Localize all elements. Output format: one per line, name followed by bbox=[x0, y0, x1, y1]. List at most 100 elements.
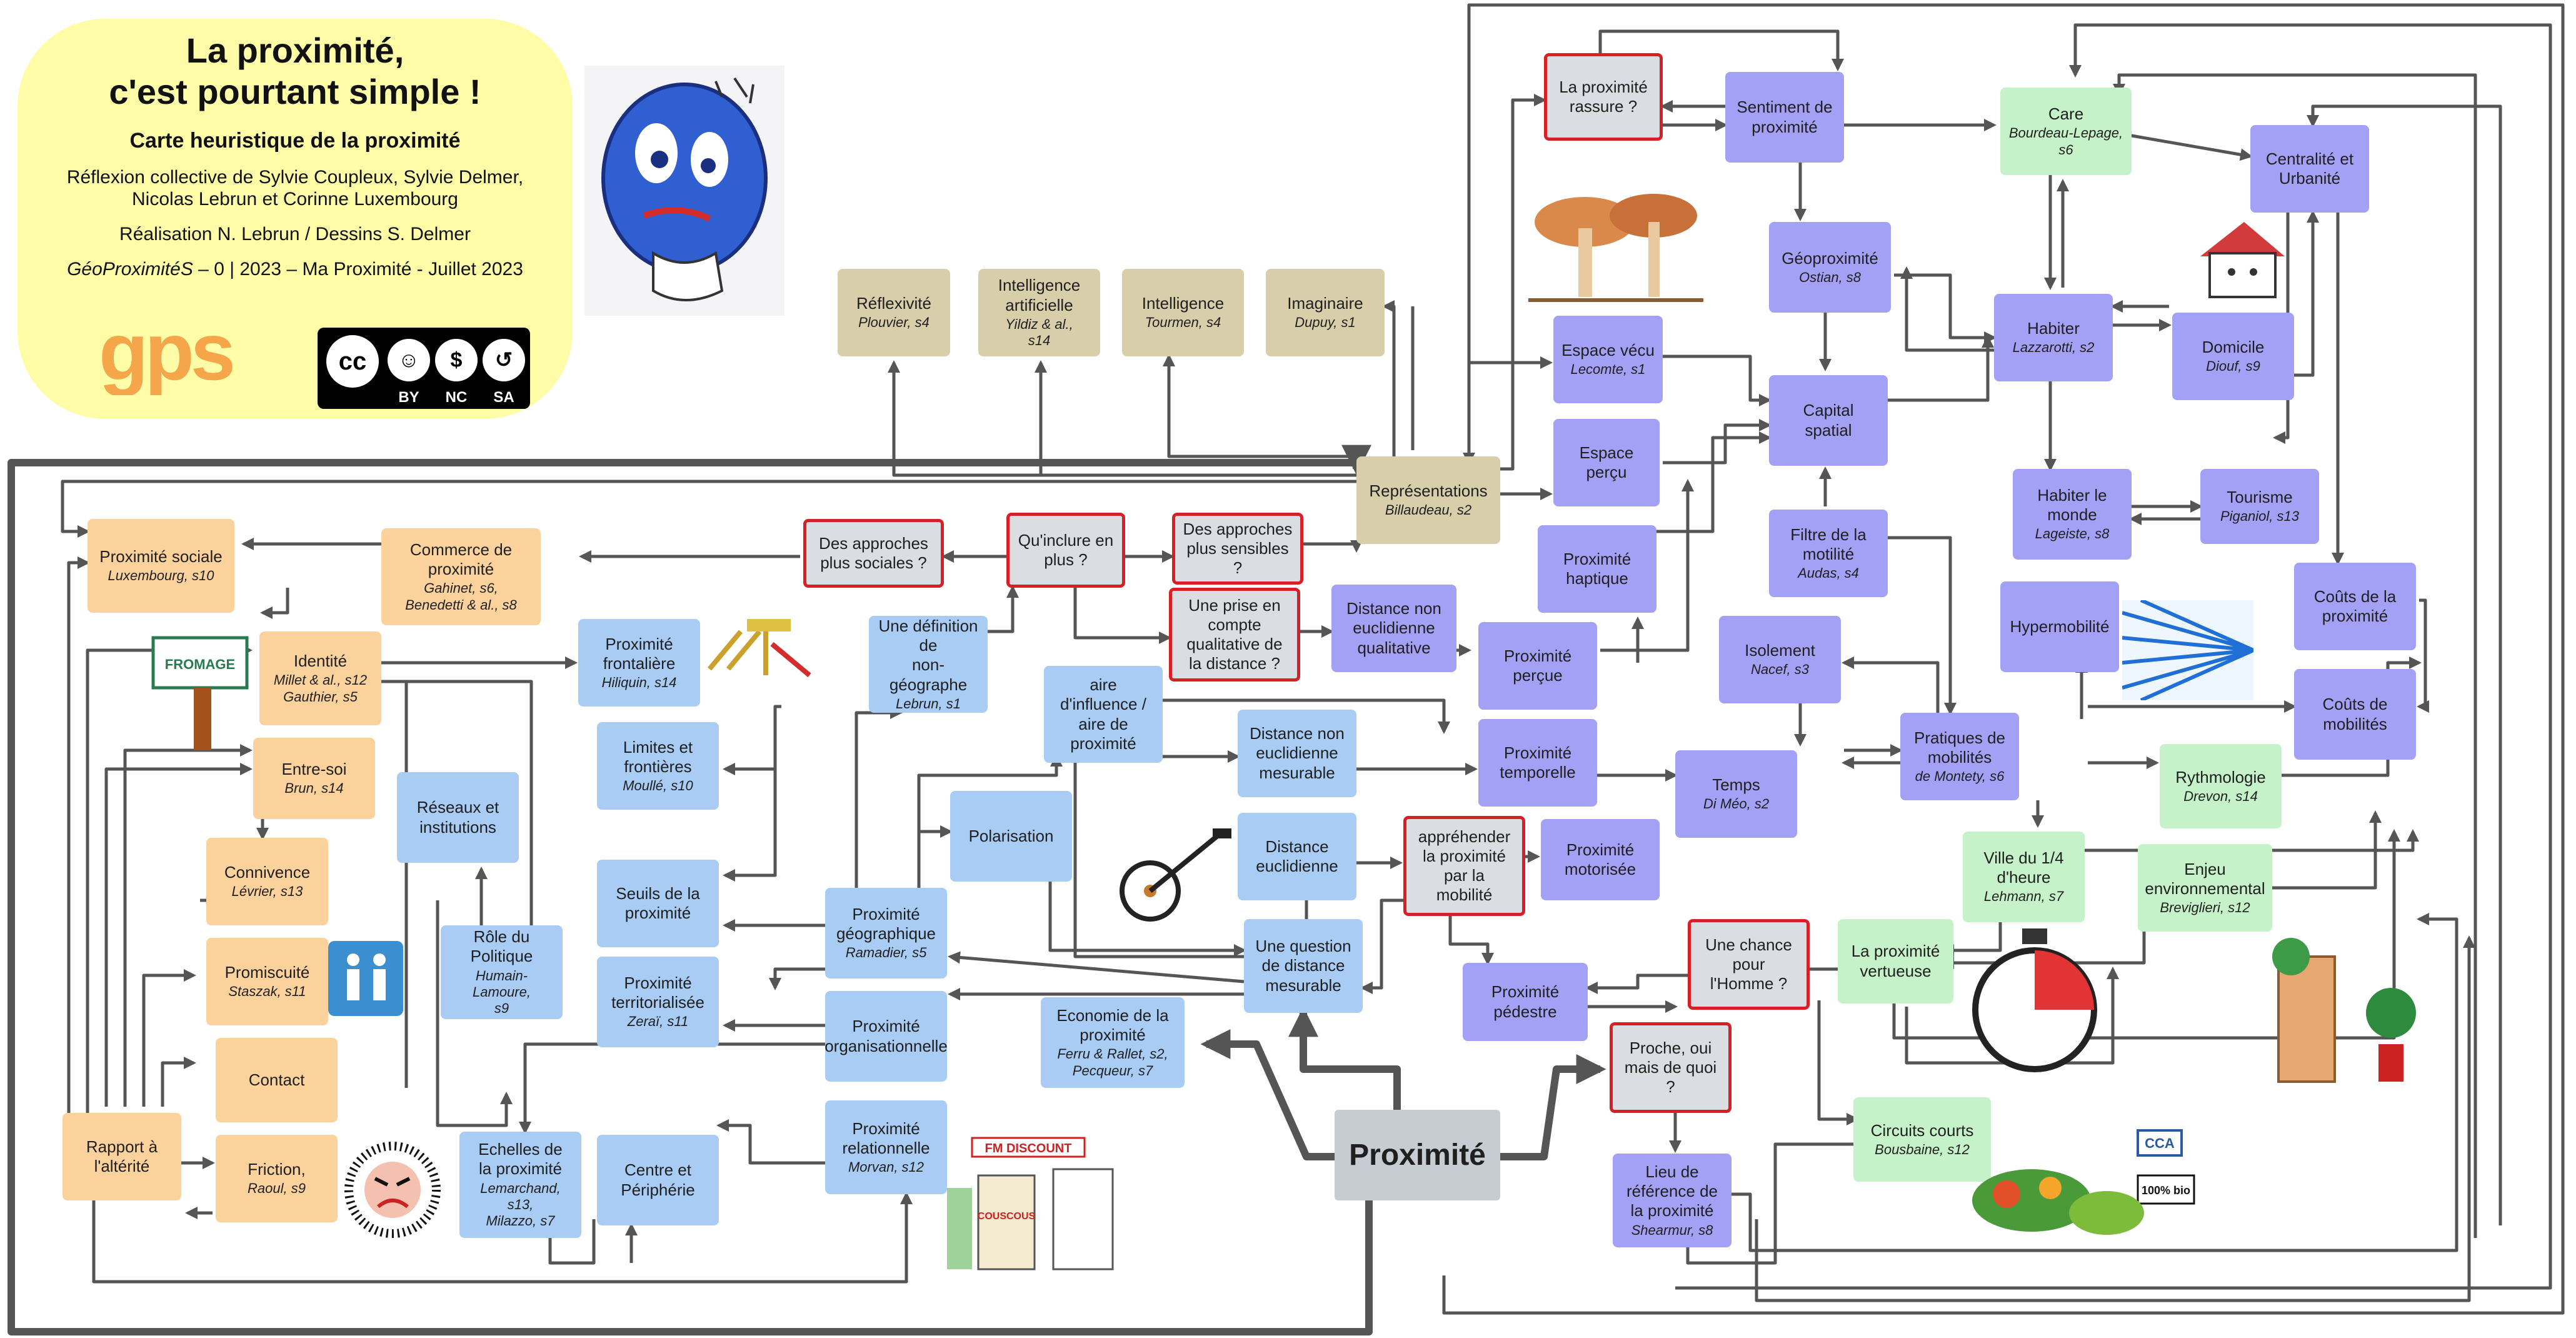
node-approches-sociales[interactable]: Des approches plus sociales ? bbox=[803, 519, 944, 588]
node-friction[interactable]: Friction, Raoul, s9 bbox=[216, 1135, 338, 1222]
node-ia[interactable]: Intelligence artificielle Yildiz & al., … bbox=[978, 269, 1100, 356]
node-label: Qu'inclure en plus ? bbox=[1018, 530, 1114, 569]
node-label: Commerce de proximité bbox=[409, 540, 513, 579]
node-label: Temps bbox=[1712, 775, 1760, 795]
node-representations[interactable]: Représentations Billaudeau, s2 bbox=[1356, 456, 1500, 544]
mushrooms-drawing bbox=[1528, 194, 1703, 302]
node-intelligence[interactable]: Intelligence Tourmen, s4 bbox=[1122, 269, 1244, 356]
node-habiter-monde[interactable]: Habiter le monde Lageiste, s8 bbox=[2013, 469, 2132, 560]
node-identite[interactable]: Identité Millet & al., s12 Gauthier, s5 bbox=[259, 631, 381, 725]
node-rassure[interactable]: La proximité rassure ? bbox=[1544, 53, 1663, 141]
node-entre-soi[interactable]: Entre-soi Brun, s14 bbox=[253, 738, 375, 819]
node-care[interactable]: Care Bourdeau-Lepage, s6 bbox=[2000, 88, 2132, 175]
edge-repr-imag bbox=[1382, 300, 1396, 456]
svg-text:gps: gps bbox=[99, 314, 233, 395]
node-distance-non-eucl-qual[interactable]: Distance non euclidienne qualitative bbox=[1331, 585, 1456, 672]
node-label: Entre-soi bbox=[281, 760, 347, 779]
node-domicile[interactable]: Domicile Diouf, s9 bbox=[2172, 313, 2294, 400]
node-echelles[interactable]: Echelles de la proximité Lemarchand, s13… bbox=[459, 1132, 581, 1238]
node-rythmologie[interactable]: Rythmologie Drevon, s14 bbox=[2160, 744, 2282, 828]
node-espace-vecu[interactable]: Espace vécu Lecomte, s1 bbox=[1553, 316, 1663, 403]
node-quinclure[interactable]: Qu'inclure en plus ? bbox=[1006, 513, 1125, 588]
gps-logo: gps bbox=[99, 314, 236, 395]
node-imaginaire[interactable]: Imaginaire Dupuy, s1 bbox=[1266, 269, 1385, 356]
node-geoproximite[interactable]: Géoproximité Ostian, s8 bbox=[1769, 222, 1891, 313]
node-question-distance[interactable]: Une question de distance mesurable bbox=[1244, 919, 1363, 1013]
node-ref: Dupuy, s1 bbox=[1295, 314, 1356, 331]
node-couts-mobilites[interactable]: Coûts de mobilités bbox=[2294, 669, 2416, 760]
node-prox-geographique[interactable]: Proximité géographique Ramadier, s5 bbox=[825, 888, 947, 978]
node-reseaux-institutions[interactable]: Réseaux et institutions bbox=[397, 772, 519, 863]
node-habiter[interactable]: Habiter Lazzarotti, s2 bbox=[1994, 294, 2113, 381]
node-filtre-motilite[interactable]: Filtre de la motilité Audas, s4 bbox=[1769, 510, 1888, 597]
node-chance-homme[interactable]: Une chance pour l'Homme ? bbox=[1688, 919, 1810, 1010]
node-centre-peripherie[interactable]: Centre et Périphérie bbox=[597, 1135, 719, 1225]
node-polarisation[interactable]: Polarisation bbox=[950, 791, 1072, 882]
node-contact[interactable]: Contact bbox=[216, 1038, 338, 1122]
node-ville-quart[interactable]: Ville du 1/4 d'heure Lehmann, s7 bbox=[1963, 832, 2085, 922]
node-isolement[interactable]: Isolement Nacef, s3 bbox=[1719, 616, 1841, 703]
node-espace-percu[interactable]: Espace perçu bbox=[1553, 419, 1660, 506]
node-prox-vertueuse[interactable]: La proximité vertueuse bbox=[1838, 919, 1953, 1003]
edge-right-loop bbox=[1442, 3, 2565, 1315]
node-sentiment[interactable]: Sentiment de proximité bbox=[1725, 72, 1844, 163]
node-prise-compte[interactable]: Une prise en compte qualitative de la di… bbox=[1169, 588, 1300, 682]
node-prox-frontaliere[interactable]: Proximité frontalière Hiliquin, s14 bbox=[578, 619, 700, 707]
node-apprehender[interactable]: appréhender la proximité par la mobilité bbox=[1403, 816, 1525, 916]
node-label: La proximité vertueuse bbox=[1851, 942, 1940, 980]
edge-rapport-bottom bbox=[92, 1192, 913, 1284]
node-rapport-alterite[interactable]: Rapport à l'altérité bbox=[63, 1113, 181, 1200]
node-capital-spatial[interactable]: Capital spatial bbox=[1769, 375, 1888, 466]
node-centralite[interactable]: Centralité et Urbanité bbox=[2250, 125, 2369, 213]
source-details: – 0 | 2023 – Ma Proximité - Juillet 2023 bbox=[193, 259, 523, 280]
node-enjeu-env[interactable]: Enjeu environnemental Breviglieri, s12 bbox=[2138, 844, 2272, 932]
node-label: Economie de la proximité bbox=[1056, 1005, 1169, 1045]
by-label: BY bbox=[398, 389, 419, 406]
node-distance-euclidienne[interactable]: Distance euclidienne bbox=[1238, 813, 1356, 900]
node-label: aire d'influence / aire de proximité bbox=[1060, 675, 1146, 753]
node-prox-pedestre[interactable]: Proximité pédestre bbox=[1463, 963, 1588, 1041]
node-reflexivite[interactable]: Réflexivité Plouvier, s4 bbox=[838, 269, 950, 356]
edge-repr-rassure bbox=[1500, 94, 1546, 471]
node-tourisme[interactable]: Tourisme Piganiol, s13 bbox=[2200, 469, 2319, 544]
node-prox-organisationnelle[interactable]: Proximité organisationnelle bbox=[824, 991, 948, 1082]
angry-face-drawing bbox=[344, 1142, 441, 1238]
node-prox-relationnelle[interactable]: Proximité relationnelle Morvan, s12 bbox=[825, 1100, 947, 1194]
node-distance-non-eucl-mes[interactable]: Distance non euclidienne mesurable bbox=[1238, 710, 1356, 797]
node-label: Proximité géographique bbox=[836, 905, 936, 943]
node-temps[interactable]: Temps Di Méo, s2 bbox=[1675, 750, 1797, 838]
node-prox-haptique[interactable]: Proximité haptique bbox=[1538, 525, 1656, 613]
edge-percue-espace bbox=[1600, 479, 1694, 652]
header-panel: La proximité, c'est pourtant simple ! Ca… bbox=[18, 19, 573, 419]
node-prox-territorialisee[interactable]: Proximité territorialisée Zeraï, s11 bbox=[597, 957, 719, 1047]
node-limites-frontieres[interactable]: Limites et frontières Moullé, s10 bbox=[597, 722, 719, 810]
node-label: Promiscuité bbox=[224, 963, 310, 982]
node-proche-oui[interactable]: Proche, oui mais de quoi ? bbox=[1610, 1022, 1732, 1113]
node-lieu-reference[interactable]: Lieu de référence de la proximité Shearm… bbox=[1613, 1154, 1732, 1247]
node-role-politique[interactable]: Rôle du Politique Humain-Lamoure, s9 bbox=[441, 925, 563, 1019]
node-proximite-sociale[interactable]: Proximité sociale Luxembourg, s10 bbox=[88, 519, 234, 613]
node-commerce[interactable]: Commerce de proximité Gahinet, s6, Bened… bbox=[381, 528, 541, 625]
node-prox-motorisee[interactable]: Proximité motorisée bbox=[1541, 819, 1660, 900]
node-prox-percue[interactable]: Proximité perçue bbox=[1478, 622, 1597, 710]
node-approches-sensibles[interactable]: Des approches plus sensibles ? bbox=[1172, 513, 1303, 585]
node-circuits-courts[interactable]: Circuits courts Bousbaine, s12 bbox=[1853, 1097, 1991, 1182]
node-prox-temporelle[interactable]: Proximité temporelle bbox=[1478, 719, 1597, 807]
node-pratiques-mobilites[interactable]: Pratiques de mobilités de Montety, s6 bbox=[1900, 713, 2019, 800]
edge-vertueuse-circuits bbox=[1817, 1000, 1859, 1125]
node-connivence[interactable]: Connivence Lévrier, s13 bbox=[206, 838, 328, 925]
edge-proximite-proche bbox=[1500, 1054, 1606, 1160]
node-economie[interactable]: Economie de la proximité Ferru & Rallet,… bbox=[1041, 997, 1185, 1088]
node-ref: Plouvier, s4 bbox=[858, 314, 930, 331]
node-seuils[interactable]: Seuils de la proximité bbox=[597, 860, 719, 947]
node-label: Seuils de la proximité bbox=[616, 883, 700, 922]
node-label: Imaginaire bbox=[1287, 294, 1363, 313]
node-aire-influence[interactable]: aire d'influence / aire de proximité bbox=[1044, 666, 1163, 763]
node-proximite-center[interactable]: Proximité bbox=[1335, 1110, 1500, 1200]
node-couts-proximite[interactable]: Coûts de la proximité bbox=[2294, 563, 2416, 650]
node-promiscuite[interactable]: Promiscuité Staszak, s11 bbox=[206, 938, 328, 1025]
node-label: Représentations bbox=[1369, 481, 1488, 501]
node-hypermobilite[interactable]: Hypermobilité bbox=[2000, 581, 2119, 672]
node-label: Distance non euclidienne qualitative bbox=[1346, 599, 1441, 657]
node-definition-non-geo[interactable]: Une définition de non-géographe Lebrun, … bbox=[869, 616, 988, 713]
